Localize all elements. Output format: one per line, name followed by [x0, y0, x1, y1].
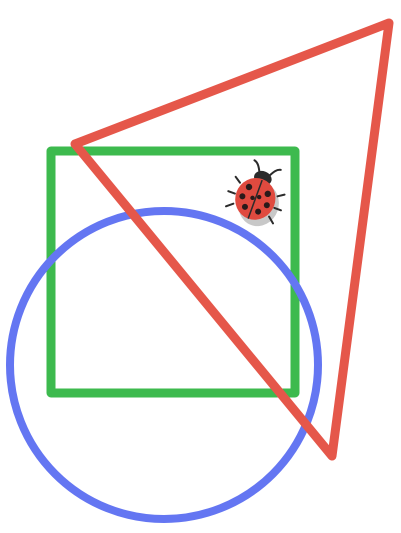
ladybug-spots	[239, 183, 271, 215]
ladybug-legs	[225, 175, 286, 225]
ladybug-wing-split	[247, 179, 263, 219]
green-square[interactable]	[46, 146, 300, 398]
ladybug-antenna-left	[253, 159, 261, 174]
blue-circle[interactable]	[6, 207, 322, 523]
ladybug-icon[interactable]	[220, 155, 294, 232]
ladybug-antenna-right	[267, 168, 282, 178]
red-triangle[interactable]	[70, 18, 394, 461]
